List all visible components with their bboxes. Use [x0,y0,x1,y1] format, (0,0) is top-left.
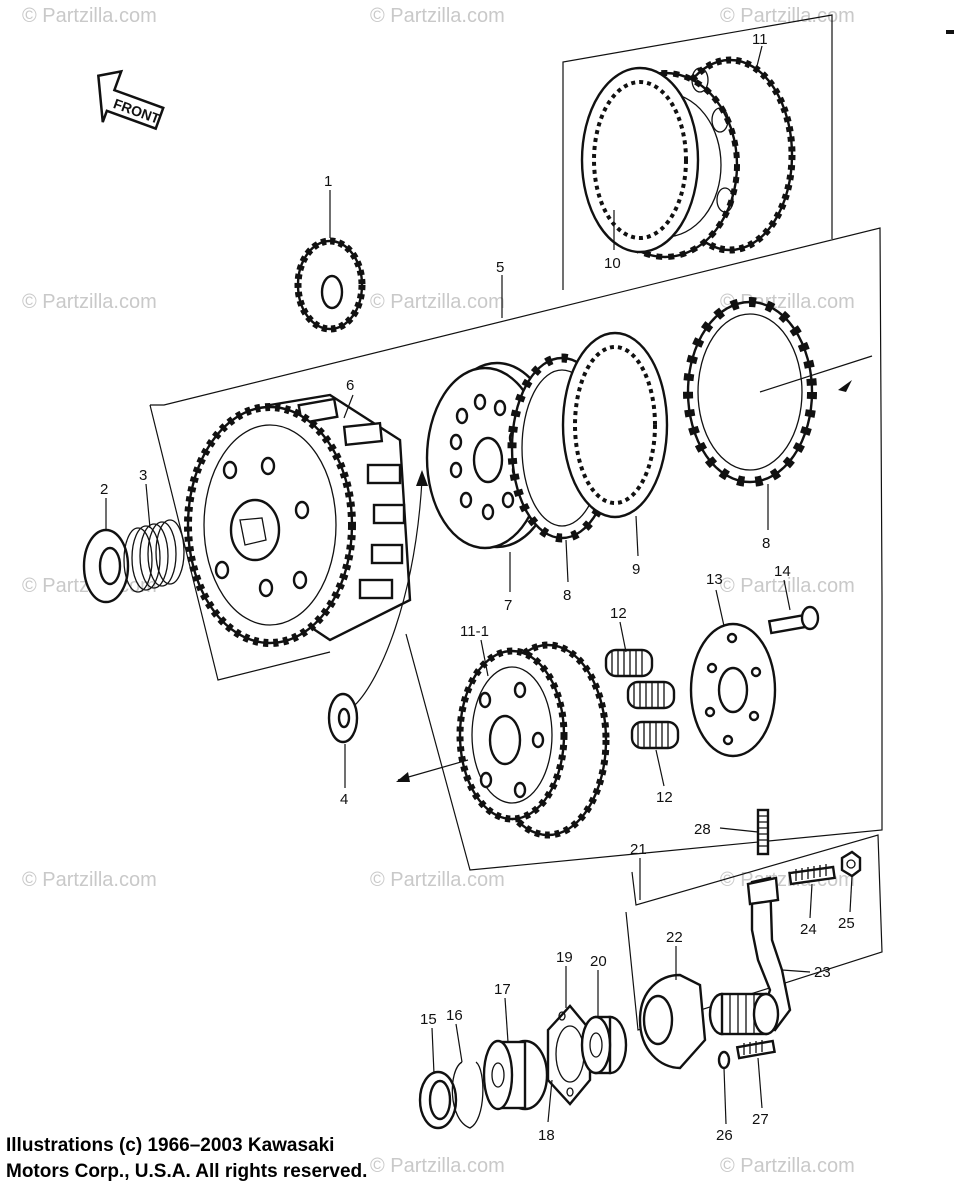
assembly-arrows [354,355,873,782]
callout-22: 22 [666,929,683,946]
washer-26 [717,1050,731,1070]
watermark: © Partzilla.com [370,869,505,891]
gear-teeth [664,56,796,254]
watermark: © Partzilla.com [720,5,855,27]
callout-12b: 12 [656,789,673,806]
washer-2 [82,528,130,604]
bearing-20 [580,1015,628,1075]
callout-6: 6 [346,377,354,394]
snap-ring-16 [451,1061,484,1129]
callout-1: 1 [324,173,332,190]
callout-14: 14 [774,563,791,580]
friction-plate-8b [683,297,817,487]
callout-7: 7 [504,597,512,614]
release-cover-22 [638,973,707,1070]
callout-8a: 8 [563,587,571,604]
callout-3: 3 [139,467,147,484]
callouts: 1 2 3 4 5 6 7 8 8 9 10 11 11-1 12 12 13 … [100,31,855,1144]
adjusting-screw-24 [788,864,836,886]
watermark: © Partzilla.com [22,869,157,891]
callout-26: 26 [716,1127,733,1144]
callout-2: 2 [100,481,108,498]
assembly-outlines [149,14,883,1031]
watermark: © Partzilla.com [370,5,505,27]
spring-3 [123,519,185,593]
callout-8b: 8 [762,535,770,552]
edge-mark [946,30,954,34]
callout-19: 19 [556,949,573,966]
copyright-line-1: Illustrations (c) 1966–2003 Kawasaki [6,1135,335,1156]
callout-9: 9 [632,561,640,578]
gasket-19 [546,1004,592,1106]
bolt-27 [735,1039,776,1060]
leader-lines [105,45,853,1125]
callout-24: 24 [800,921,817,938]
spring-28 [756,808,770,856]
watermark: © Partzilla.com [720,575,855,597]
callout-28: 28 [694,821,711,838]
clutch-housing-6 [184,393,412,647]
bolt-14 [767,605,820,635]
watermark: © Partzilla.com [370,291,505,313]
gear-1 [294,237,366,333]
callout-4: 4 [340,791,348,808]
spring-plate-13 [689,622,777,758]
watermark: © Partzilla.com [22,5,157,27]
clutch-springs-12 [604,648,680,750]
watermark: © Partzilla.com [720,1155,855,1177]
copyright-notice: Illustrations (c) 1966–2003 Kawasaki Mot… [6,1133,367,1185]
callout-11-1: 11-1 [460,623,489,640]
callout-27: 27 [752,1111,769,1128]
callout-23: 23 [814,964,831,981]
callout-17: 17 [494,981,511,998]
washer-4 [327,692,359,744]
callout-11: 11 [752,31,768,48]
clutch-hub-11-1 [456,641,610,839]
callout-15: 15 [420,1011,437,1028]
oil-seal-17 [482,1039,549,1111]
release-lever-23 [708,876,792,1036]
circlip-15 [418,1070,458,1130]
callout-25: 25 [838,915,855,932]
steel-plate-9 [561,331,669,519]
callout-20: 20 [590,953,607,970]
watermark: © Partzilla.com [370,1155,505,1177]
callout-5: 5 [496,259,504,276]
callout-13: 13 [706,571,723,588]
callout-21: 21 [630,841,647,858]
callout-16: 16 [446,1007,463,1024]
nut-25 [840,850,862,878]
watermark: © Partzilla.com [22,291,157,313]
steel-plate-10 [580,66,700,254]
callout-12a: 12 [610,605,627,622]
callout-10: 10 [604,255,621,272]
copyright-line-2: Motors Corp., U.S.A. All rights reserved… [6,1161,368,1182]
callout-18: 18 [538,1127,555,1144]
front-direction-arrow: FRONT [96,69,165,131]
